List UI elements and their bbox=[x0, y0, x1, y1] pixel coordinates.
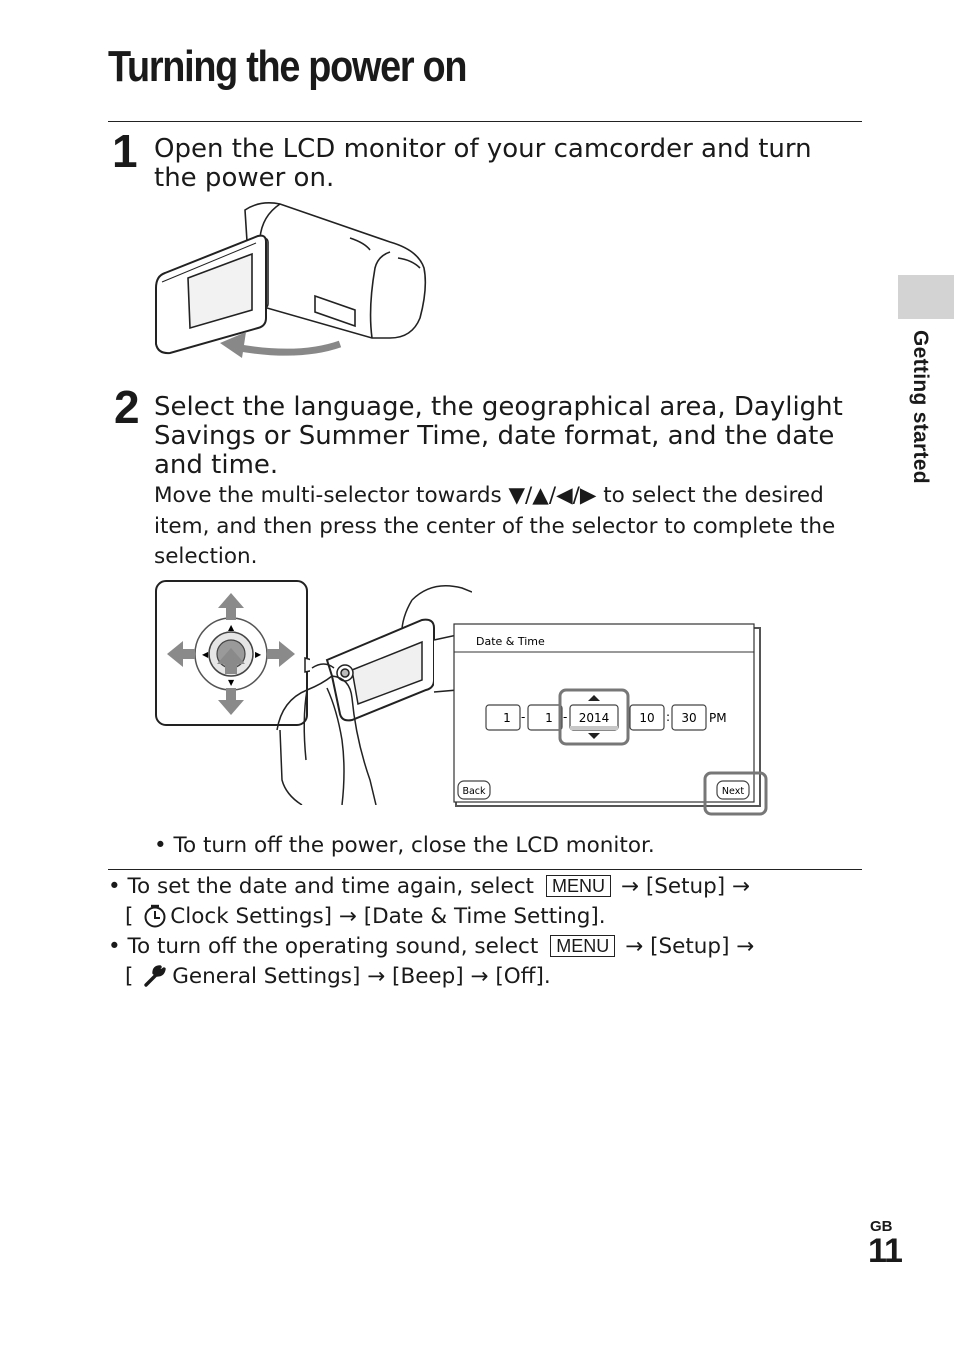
svg-text:-: - bbox=[563, 710, 567, 724]
page-number: 11 bbox=[868, 1232, 903, 1270]
note-1-line-2-text: Clock Settings] → [Date & Time Setting]. bbox=[170, 904, 606, 929]
note-2-line-2-text: General Settings] → [Beep] → [Off]. bbox=[172, 964, 551, 989]
page-title: Turning the power on bbox=[108, 42, 467, 91]
multi-selector-inset: ▲ ▼ ◀ ▶ bbox=[155, 580, 310, 726]
screen-title: Date & Time bbox=[476, 635, 545, 648]
svg-text:▼: ▼ bbox=[228, 678, 235, 687]
clock-icon bbox=[144, 904, 166, 928]
note-1-line-2: [ Clock Settings] → [Date & Time Setting… bbox=[108, 902, 862, 932]
step-2-body-post: to select the desired item, and then pre… bbox=[154, 483, 836, 569]
year-down-arrow-icon[interactable] bbox=[588, 733, 600, 739]
minute-value: 30 bbox=[681, 711, 696, 725]
next-button-label: Next bbox=[722, 786, 744, 797]
next-button[interactable] bbox=[716, 780, 750, 800]
note-2-text: To turn off the operating sound, select bbox=[127, 934, 539, 959]
menu-button-icon: MENU bbox=[550, 935, 616, 957]
note-2-line-1: • To turn off the operating sound, selec… bbox=[108, 932, 862, 962]
notes-rule bbox=[108, 869, 862, 870]
step-2-body-pre: Move the multi-selector towards bbox=[154, 483, 509, 508]
year-up-arrow-icon[interactable] bbox=[588, 695, 600, 701]
note-2-line-2: [ General Settings] → [Beep] → [Off]. bbox=[108, 962, 862, 992]
camcorder-open-lcd-illustration bbox=[155, 202, 427, 358]
svg-text:▶: ▶ bbox=[255, 650, 262, 659]
note-1-line-1: • To set the date and time again, select… bbox=[108, 872, 862, 902]
note-date-time: • To set the date and time again, select… bbox=[108, 872, 862, 932]
title-rule bbox=[108, 121, 862, 122]
day-value: 1 bbox=[545, 711, 553, 725]
hour-field[interactable] bbox=[629, 704, 665, 731]
step-2-number: 2 bbox=[114, 381, 140, 433]
date-time-screen: Date & Time 1 - 1 - 2014 10 : 30 PM Back… bbox=[453, 623, 768, 816]
step-1-heading: Open the LCD monitor of your camcorder a… bbox=[154, 134, 812, 193]
note-1-path: → [Setup] → bbox=[620, 874, 751, 899]
wrench-icon bbox=[144, 965, 166, 987]
region-code: GB bbox=[870, 1218, 893, 1235]
hour-value: 10 bbox=[639, 711, 654, 725]
svg-text::: : bbox=[666, 710, 670, 724]
selection-highlight bbox=[558, 688, 630, 746]
menu-button-icon: MENU bbox=[545, 875, 611, 897]
side-tab-label: Getting started bbox=[909, 330, 932, 484]
note-2-bullet: • bbox=[108, 934, 121, 959]
note-1-text: To set the date and time again, select bbox=[127, 874, 534, 899]
side-tab bbox=[898, 275, 954, 319]
camcorder-hand-illustration bbox=[276, 585, 472, 805]
back-button-label: Back bbox=[462, 786, 486, 797]
svg-text:-: - bbox=[521, 710, 525, 724]
minute-field[interactable] bbox=[671, 704, 707, 731]
note-1-bullet: • bbox=[108, 874, 121, 899]
step-2-heading: Select the language, the geographical ar… bbox=[154, 392, 843, 480]
step-2-instructions: Move the multi-selector towards ▼/▲/◀/▶ … bbox=[154, 481, 854, 573]
svg-text:◀: ◀ bbox=[202, 650, 209, 659]
month-value: 1 bbox=[503, 711, 511, 725]
next-highlight bbox=[703, 771, 768, 816]
note-2-path: → [Setup] → bbox=[625, 934, 755, 959]
day-field[interactable] bbox=[527, 704, 563, 731]
ampm-value: PM bbox=[709, 711, 727, 725]
note-2-bracket: [ bbox=[125, 964, 134, 989]
step-1-number: 1 bbox=[112, 125, 138, 177]
note-1-bracket: [ bbox=[125, 904, 134, 929]
svg-text:▲: ▲ bbox=[228, 623, 235, 632]
year-value: 2014 bbox=[579, 711, 610, 725]
note-beep: • To turn off the operating sound, selec… bbox=[108, 932, 862, 992]
power-off-note: • To turn off the power, close the LCD m… bbox=[154, 833, 655, 858]
back-button[interactable] bbox=[457, 780, 491, 800]
multi-selector-arrows-icon: ▼/▲/◀/▶ bbox=[508, 483, 597, 508]
month-field[interactable] bbox=[485, 704, 521, 731]
